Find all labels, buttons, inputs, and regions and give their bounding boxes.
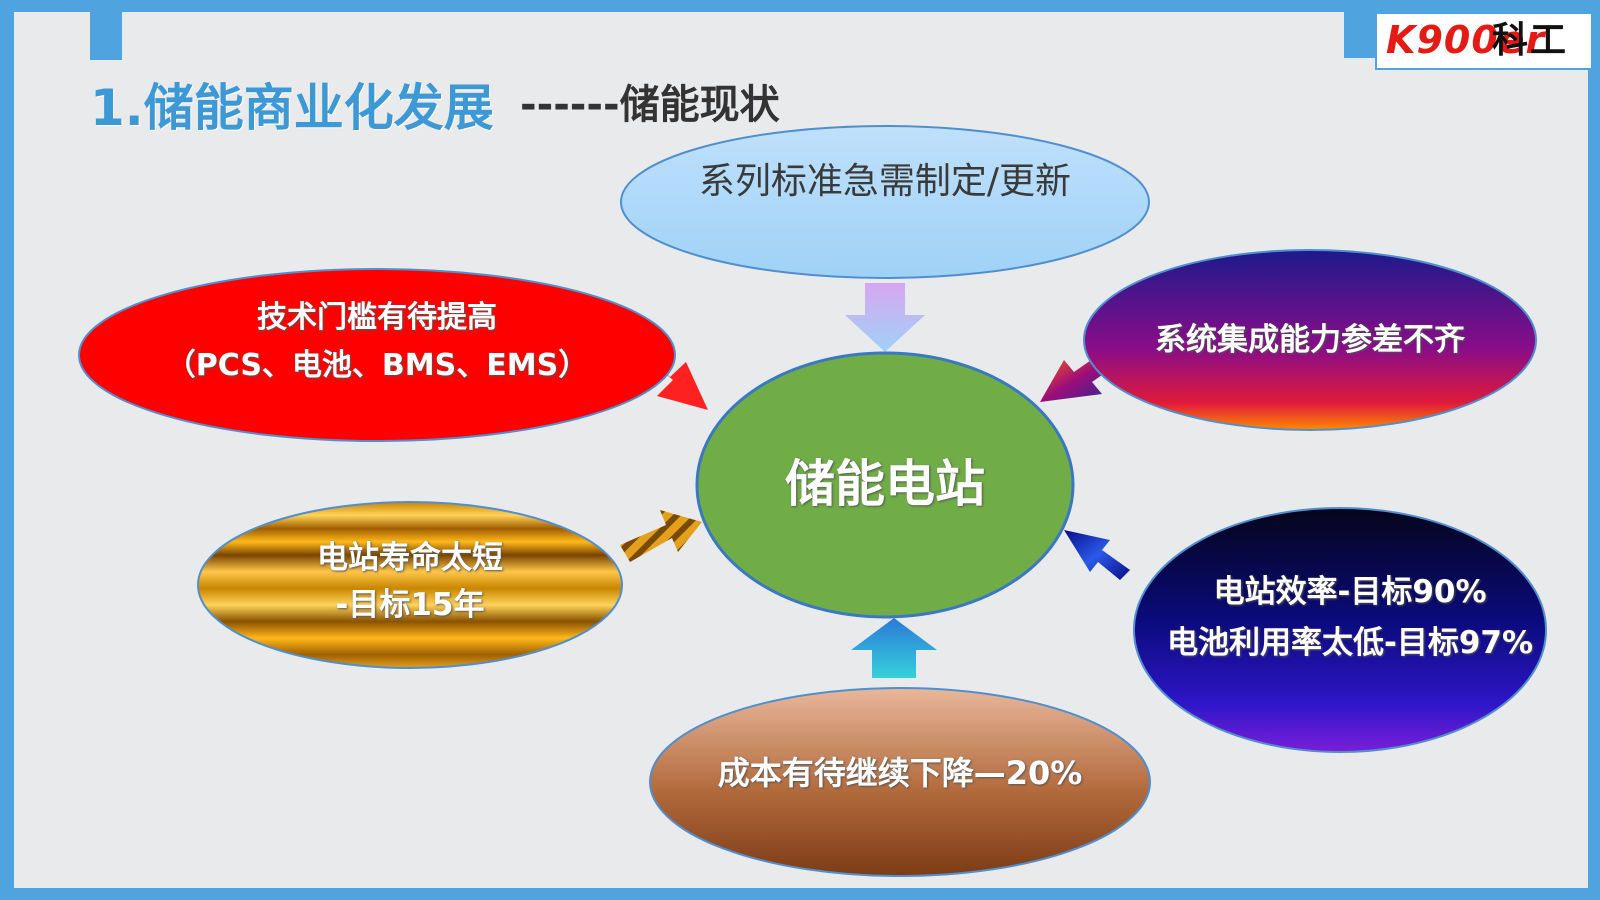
arrow-from-left-bottom <box>620 510 702 562</box>
node-center-text: 储能电站 <box>785 455 985 513</box>
arrow-from-left-top <box>652 360 708 410</box>
node-top-text: 系列标准急需制定/更新 <box>698 161 1072 202</box>
node-right-top-text: 系统集成能力参差不齐 <box>1155 322 1465 358</box>
node-bottom-ellipse <box>649 687 1151 877</box>
node-left-top-line1: 技术门槛有待提高 <box>257 300 497 335</box>
logo-box <box>1375 12 1593 70</box>
node-left-top-label: 技术门槛有待提高 （PCS、电池、BMS、EMS） <box>110 300 644 384</box>
page-title: 1.储能商业化发展 <box>90 79 494 137</box>
node-right-bottom-label: 电站效率-目标90% 电池利用率太低-目标97% <box>1140 574 1560 662</box>
arrow-from-right-bottom <box>1064 530 1130 580</box>
node-right-top-ellipse <box>1083 249 1537 431</box>
node-left-bottom-line2: -目标15年 <box>335 587 485 624</box>
node-bottom-text: 成本有待继续下降—20% <box>717 754 1083 792</box>
node-left-bottom-ellipse <box>197 501 623 669</box>
arrow-from-bottom <box>851 618 937 678</box>
logo-chinese: 科工 <box>1492 20 1569 61</box>
header-tab-right <box>1344 0 1378 58</box>
node-left-bottom-label: 电站寿命太短 -目标15年 <box>250 540 570 624</box>
node-center-ellipse <box>695 351 1075 619</box>
logo-latin: K900er <box>1386 18 1546 62</box>
page-subtitle: ------储能现状 <box>520 82 780 128</box>
node-left-top-ellipse <box>78 268 676 442</box>
arrow-from-right-top <box>1040 358 1112 402</box>
node-right-bottom-line1: 电站效率-目标90% <box>1213 574 1487 610</box>
node-right-bottom-line2: 电池利用率太低-目标97% <box>1166 625 1534 662</box>
node-right-bottom-ellipse <box>1133 507 1547 753</box>
node-left-top-line2: （PCS、电池、BMS、EMS） <box>165 348 589 383</box>
arrow-from-top <box>845 283 925 352</box>
node-top-ellipse <box>620 125 1150 279</box>
node-right-top-label: 系统集成能力参差不齐 <box>1110 322 1510 359</box>
node-center-label: 储能电站 <box>760 454 1010 514</box>
node-bottom-label: 成本有待继续下降—20% <box>680 754 1120 792</box>
node-left-bottom-line1: 电站寿命太短 <box>317 540 503 576</box>
node-top-label: 系列标准急需制定/更新 <box>640 160 1130 203</box>
header-tab-left <box>90 0 122 60</box>
